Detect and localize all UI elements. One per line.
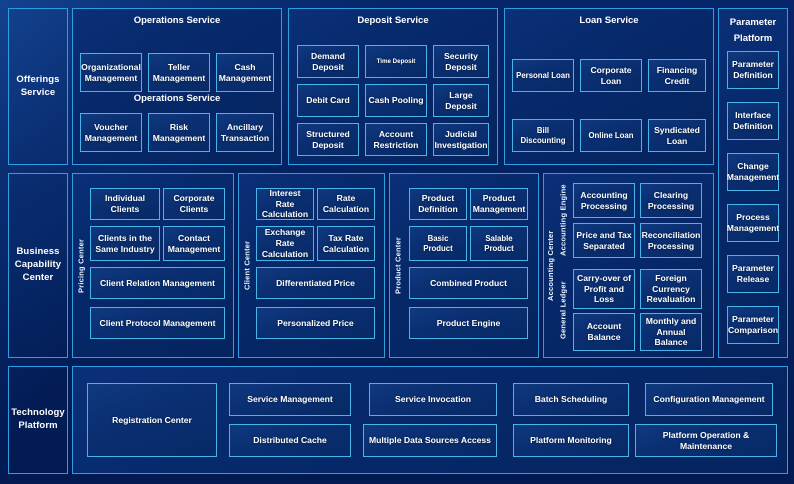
box-personal-loan[interactable]: Personal Loan xyxy=(512,59,574,92)
spine-label: Business Capability Center xyxy=(14,246,62,283)
panel-technology-platform[interactable]: Registration Center Service Management D… xyxy=(72,366,788,474)
spine-label: Offerings Service xyxy=(16,73,60,98)
box-accounting-processing[interactable]: Accounting Processing xyxy=(573,183,635,218)
panel-parameter-platform[interactable]: Parameter Platform Parameter Definition … xyxy=(718,8,788,358)
box-platform-monitoring[interactable]: Platform Monitoring xyxy=(513,424,629,457)
box-parameter-comparison[interactable]: Parameter Comparison xyxy=(727,306,779,344)
box-salable-product[interactable]: Salable Product xyxy=(470,226,528,261)
panel-title-operations-service: Operations Service xyxy=(133,15,221,26)
panel-product-center[interactable]: Product Center Product Definition Produc… xyxy=(389,173,539,358)
panel-title-loan-service: Loan Service xyxy=(579,15,639,26)
panel-deposit-service[interactable]: Deposit Service Demand Deposit Time Depo… xyxy=(288,8,498,165)
box-financing-credit[interactable]: Financing Credit xyxy=(648,59,706,92)
box-exchange-rate-calculation[interactable]: Exchange Rate Calculation xyxy=(256,226,314,261)
box-registration-center[interactable]: Registration Center xyxy=(87,383,217,457)
box-service-management[interactable]: Service Management xyxy=(229,383,351,416)
box-distributed-cache[interactable]: Distributed Cache xyxy=(229,424,351,457)
box-rate-calculation[interactable]: Rate Calculation xyxy=(317,188,375,220)
box-client-relation-management[interactable]: Client Relation Management xyxy=(90,267,225,299)
box-parameter-release[interactable]: Parameter Release xyxy=(727,255,779,293)
box-interest-rate-calculation[interactable]: Interest Rate Calculation xyxy=(256,188,314,220)
spine-business-capability-center[interactable]: Business Capability Center xyxy=(8,173,68,358)
box-platform-operation-maintenance[interactable]: Platform Operation & Maintenance xyxy=(635,424,777,457)
box-product-engine[interactable]: Product Engine xyxy=(409,307,528,339)
box-structured-deposit[interactable]: Structured Deposit xyxy=(297,123,359,156)
box-clearing-processing[interactable]: Clearing Processing xyxy=(640,183,702,218)
vertical-label-general-ledger: General Ledger xyxy=(558,281,568,339)
box-ancillary-transaction[interactable]: Ancillary Transaction xyxy=(216,113,274,152)
vertical-label-client-center: Client Center xyxy=(242,240,252,291)
box-process-management[interactable]: Process Management xyxy=(727,204,779,242)
box-combined-product[interactable]: Combined Product xyxy=(409,267,528,299)
box-demand-deposit[interactable]: Demand Deposit xyxy=(297,45,359,78)
box-debit-card[interactable]: Debit Card xyxy=(297,84,359,117)
box-configuration-management[interactable]: Configuration Management xyxy=(645,383,773,416)
box-basic-product[interactable]: Basic Product xyxy=(409,226,467,261)
box-cash-pooling[interactable]: Cash Pooling xyxy=(365,84,427,117)
spine-label: Technology Platform xyxy=(11,407,65,431)
box-foreign-currency-revaluation[interactable]: Foreign Currency Revaluation xyxy=(640,269,702,309)
spine-technology-platform[interactable]: Technology Platform xyxy=(8,366,68,474)
box-teller-management[interactable]: Teller Management xyxy=(148,53,210,92)
vertical-label-accounting-center: Accounting Center xyxy=(546,230,555,301)
panel-loan-service[interactable]: Loan Service Personal Loan Corporate Loa… xyxy=(504,8,714,165)
panel-operations-service[interactable]: Operations Service Organizational Manage… xyxy=(72,8,282,165)
box-batch-scheduling[interactable]: Batch Scheduling xyxy=(513,383,629,416)
panel-pricing-center[interactable]: Pricing Center Individual Clients Corpor… xyxy=(72,173,234,358)
box-bill-discounting[interactable]: Bill Discounting xyxy=(512,119,574,152)
box-interface-definition[interactable]: Interface Definition xyxy=(727,102,779,140)
box-time-deposit[interactable]: Time Deposit xyxy=(365,45,427,78)
panel-accounting-center[interactable]: Accounting Center Accounting Engine Acco… xyxy=(543,173,714,358)
box-price-and-tax-separated[interactable]: Price and Tax Separated xyxy=(573,223,635,258)
box-organizational-management[interactable]: Organizational Management xyxy=(80,53,142,92)
box-large-deposit[interactable]: Large Deposit xyxy=(433,84,489,117)
panel-title-deposit-service: Deposit Service xyxy=(357,15,429,26)
parameter-platform-title-line1: Parameter xyxy=(729,17,777,28)
overlay-label-operations-service: Operations Service xyxy=(133,93,221,104)
vertical-label-product-center: Product Center xyxy=(393,237,403,294)
vertical-label-accounting-engine: Accounting Engine xyxy=(558,184,568,256)
vertical-label-pricing-center: Pricing Center xyxy=(76,238,86,293)
box-tax-rate-calculation[interactable]: Tax Rate Calculation xyxy=(317,226,375,261)
spine-offerings-service[interactable]: Offerings Service xyxy=(8,8,68,165)
box-parameter-definition[interactable]: Parameter Definition xyxy=(727,51,779,89)
box-carry-over-of-profit-and-loss[interactable]: Carry-over of Profit and Loss xyxy=(573,269,635,309)
box-reconciliation-processing[interactable]: Reconciliation Processing xyxy=(640,223,702,258)
box-monthly-and-annual-balance[interactable]: Monthly and Annual Balance xyxy=(640,313,702,351)
box-online-loan[interactable]: Online Loan xyxy=(580,119,642,152)
box-clients-same-industry[interactable]: Clients in the Same Industry xyxy=(90,226,160,261)
box-corporate-loan[interactable]: Corporate Loan xyxy=(580,59,642,92)
box-voucher-management[interactable]: Voucher Management xyxy=(80,113,142,152)
box-multiple-data-sources-access[interactable]: Multiple Data Sources Access xyxy=(363,424,497,457)
box-security-deposit[interactable]: Security Deposit xyxy=(433,45,489,78)
box-judicial-investigation[interactable]: Judicial Investigation xyxy=(433,123,489,156)
parameter-platform-title-line2: Platform xyxy=(733,33,773,44)
panel-client-center[interactable]: Client Center Interest Rate Calculation … xyxy=(238,173,385,358)
box-differentiated-price[interactable]: Differentiated Price xyxy=(256,267,375,299)
box-risk-management[interactable]: Risk Management xyxy=(148,113,210,152)
box-individual-clients[interactable]: Individual Clients xyxy=(90,188,160,220)
box-product-definition[interactable]: Product Definition xyxy=(409,188,467,220)
box-corporate-clients[interactable]: Corporate Clients xyxy=(163,188,225,220)
box-syndicated-loan[interactable]: Syndicated Loan xyxy=(648,119,706,152)
box-change-management[interactable]: Change Management xyxy=(727,153,779,191)
box-personalized-price[interactable]: Personalized Price xyxy=(256,307,375,339)
box-client-protocol-management[interactable]: Client Protocol Management xyxy=(90,307,225,339)
box-account-balance[interactable]: Account Balance xyxy=(573,313,635,351)
box-service-invocation[interactable]: Service Invocation xyxy=(369,383,497,416)
box-contact-management[interactable]: Contact Management xyxy=(163,226,225,261)
box-cash-management[interactable]: Cash Management xyxy=(216,53,274,92)
box-product-management[interactable]: Product Management xyxy=(470,188,528,220)
box-account-restriction[interactable]: Account Restriction xyxy=(365,123,427,156)
